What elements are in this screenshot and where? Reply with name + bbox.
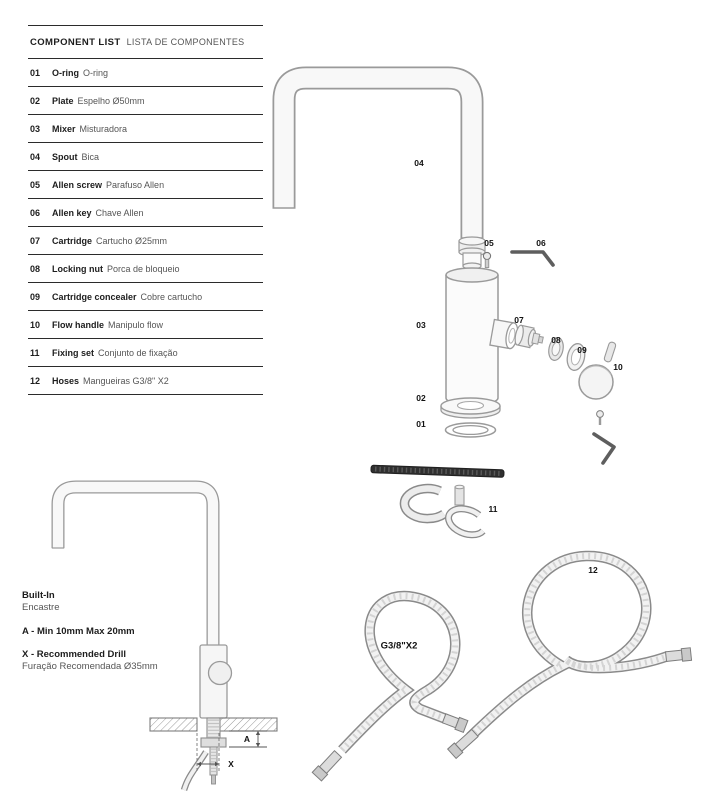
hose-left-illustration bbox=[311, 590, 469, 782]
component-name-en: Cartridge concealer bbox=[52, 291, 137, 302]
component-name-en: Hoses bbox=[52, 375, 80, 386]
component-number: 05 bbox=[30, 179, 41, 190]
component-name-pt: Misturadora bbox=[79, 123, 128, 134]
component-name-en: Plate bbox=[52, 95, 74, 106]
dimension-a-label: A bbox=[243, 734, 251, 744]
callout-spout: 04 bbox=[414, 158, 424, 168]
install-view bbox=[51, 480, 278, 791]
exploded-view bbox=[272, 66, 693, 782]
dimension-x bbox=[196, 733, 220, 772]
allen-key-icon bbox=[510, 250, 555, 267]
component-name-en: Allen screw bbox=[52, 179, 103, 190]
callout-mixer: 03 bbox=[416, 320, 426, 330]
component-name-en: Fixing set bbox=[52, 347, 95, 358]
component-name-pt: Chave Allen bbox=[95, 207, 144, 218]
callout-plate: 02 bbox=[416, 393, 426, 403]
component-list-item: 08 Locking nut Porca de bloqueio bbox=[28, 255, 263, 283]
component-rows: 01 O-ring O-ring 02 Plate Espelho Ø50mm … bbox=[28, 59, 263, 395]
callout-cartridge-concealer: 09 bbox=[577, 345, 587, 355]
component-list-header: COMPONENT LIST LISTA DE COMPONENTES bbox=[28, 25, 263, 59]
mixer-body-illustration bbox=[445, 267, 519, 406]
callout-locking-nut: 08 bbox=[551, 335, 561, 345]
install-note-a: A - Min 10mm Max 20mm bbox=[22, 625, 135, 637]
component-name-en: Allen key bbox=[52, 207, 92, 218]
component-number: 01 bbox=[30, 67, 41, 78]
component-list: COMPONENT LIST LISTA DE COMPONENTES 01 O… bbox=[28, 25, 263, 395]
component-name-pt: Mangueiras G3/8" X2 bbox=[83, 375, 169, 386]
component-list-item: 10 Flow handle Manipulo flow bbox=[28, 311, 263, 339]
component-number: 08 bbox=[30, 263, 41, 274]
callout-fixing-set: 11 bbox=[488, 504, 498, 514]
component-number: 02 bbox=[30, 95, 41, 106]
component-list-title-en: COMPONENT LIST bbox=[30, 37, 121, 48]
locking-nut-illustration bbox=[548, 337, 564, 361]
hose-spec-label: G3/8"X2 bbox=[380, 640, 418, 652]
spacer bbox=[22, 615, 222, 626]
component-list-item: 01 O-ring O-ring bbox=[28, 59, 263, 87]
component-name-en: Flow handle bbox=[52, 319, 105, 330]
component-number: 07 bbox=[30, 235, 41, 246]
install-title-pt: Encastre bbox=[22, 602, 60, 614]
component-name-pt: Parafuso Allen bbox=[106, 179, 165, 190]
component-list-title-pt: LISTA DE COMPONENTES bbox=[126, 37, 245, 47]
component-name-pt: Bica bbox=[81, 151, 100, 162]
component-number: 11 bbox=[30, 347, 40, 358]
component-number: 10 bbox=[30, 319, 41, 330]
plate-illustration bbox=[440, 397, 501, 419]
callout-allen-key: 06 bbox=[536, 238, 546, 248]
component-name-pt: Cobre cartucho bbox=[140, 291, 203, 302]
spout-connector-illustration bbox=[458, 236, 486, 270]
callout-allen-screw: 05 bbox=[484, 238, 494, 248]
component-name-en: Spout bbox=[52, 151, 78, 162]
cartridge-illustration bbox=[514, 324, 544, 349]
component-name-en: O-ring bbox=[52, 67, 79, 78]
component-name-pt: Conjunto de fixação bbox=[98, 347, 178, 358]
component-name-en: Locking nut bbox=[52, 263, 103, 274]
install-note-x-en: X - Recommended Drill bbox=[22, 649, 126, 661]
component-name-en: Mixer bbox=[52, 123, 76, 134]
component-name-pt: Manipulo flow bbox=[108, 319, 164, 330]
component-list-item: 11 Fixing set Conjunto de fixação bbox=[28, 339, 263, 367]
install-note-x-pt: Furação Recomendada Ø35mm bbox=[22, 661, 158, 673]
component-number: 09 bbox=[30, 291, 41, 302]
component-list-item: 07 Cartridge Cartucho Ø25mm bbox=[28, 227, 263, 255]
component-name-pt: O-ring bbox=[83, 67, 109, 78]
component-list-item: 02 Plate Espelho Ø50mm bbox=[28, 87, 263, 115]
allen-screw-icon bbox=[482, 251, 492, 268]
fixing-set-illustration bbox=[370, 464, 505, 539]
component-number: 12 bbox=[30, 375, 41, 386]
component-list-item: 03 Mixer Misturadora bbox=[28, 115, 263, 143]
installation-notes: Built-In Encastre A - Min 10mm Max 20mm … bbox=[22, 590, 222, 674]
callout-o-ring: 01 bbox=[416, 419, 426, 429]
component-number: 04 bbox=[30, 151, 41, 162]
flow-handle-illustration bbox=[578, 341, 617, 465]
component-list-item: 04 Spout Bica bbox=[28, 143, 263, 171]
component-list-item: 12 Hoses Mangueiras G3/8" X2 bbox=[28, 367, 263, 395]
spout-illustration bbox=[272, 66, 484, 239]
component-name-pt: Cartucho Ø25mm bbox=[96, 235, 168, 246]
component-name-en: Cartridge bbox=[52, 235, 93, 246]
dimension-x-label: X bbox=[228, 759, 234, 769]
install-title-en: Built-In bbox=[22, 590, 55, 601]
callout-cartridge: 07 bbox=[514, 315, 524, 325]
spacer bbox=[22, 638, 222, 649]
component-list-item: 06 Allen key Chave Allen bbox=[28, 199, 263, 227]
dimension-a bbox=[229, 730, 267, 748]
hose-right-illustration bbox=[446, 550, 693, 760]
component-name-pt: Porca de bloqueio bbox=[107, 263, 180, 274]
component-list-item: 05 Allen screw Parafuso Allen bbox=[28, 171, 263, 199]
cartridge-concealer-illustration bbox=[566, 343, 586, 371]
component-list-item: 09 Cartridge concealer Cobre cartucho bbox=[28, 283, 263, 311]
component-name-pt: Espelho Ø50mm bbox=[77, 95, 145, 106]
component-number: 06 bbox=[30, 207, 41, 218]
callout-hoses: 12 bbox=[588, 565, 598, 575]
callout-flow-handle: 10 bbox=[613, 362, 623, 372]
o-ring-illustration bbox=[444, 422, 497, 438]
component-number: 03 bbox=[30, 123, 41, 134]
